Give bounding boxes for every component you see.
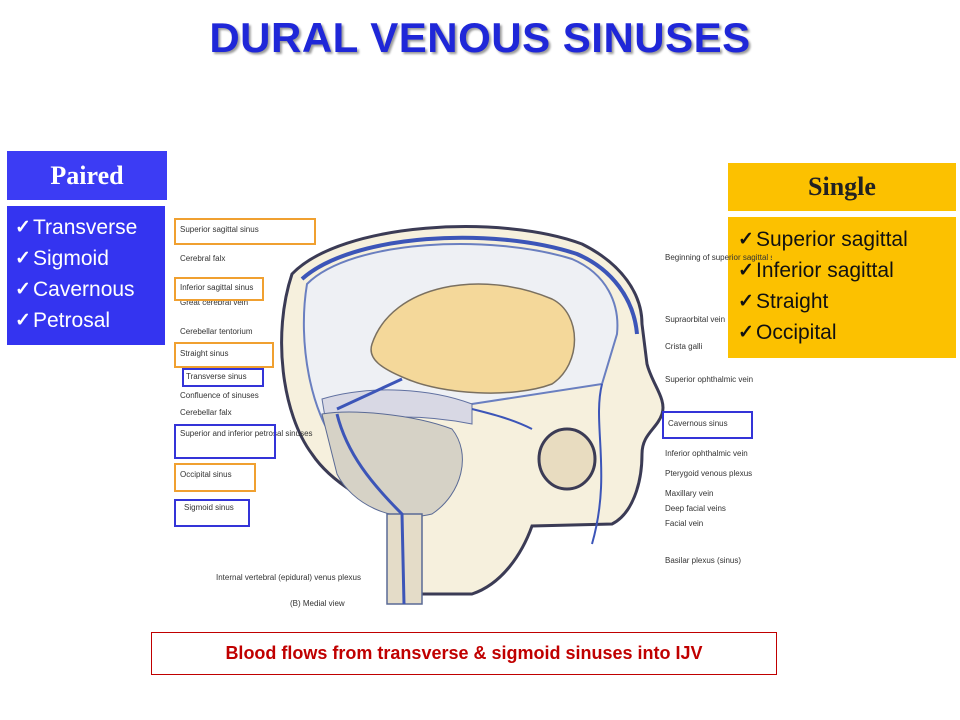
highlight-box — [174, 499, 250, 527]
single-item: Occipital — [738, 317, 956, 348]
single-header: Single — [728, 163, 956, 211]
figure-view-label: (B) Medial view — [290, 599, 345, 608]
paired-list: Transverse Sigmoid Cavernous Petrosal — [7, 206, 165, 345]
figure-label: Facial vein — [665, 519, 703, 528]
figure-label: Superior and inferior petrosal sinuses — [180, 429, 313, 438]
page-title: DURAL VENOUS SINUSES — [209, 14, 751, 61]
figure-label: Straight sinus — [180, 349, 228, 358]
figure-label: Beginning of superior sagittal sinus — [665, 253, 772, 262]
highlight-box — [174, 342, 274, 368]
figure-label: Deep facial veins — [665, 504, 726, 513]
caption: Blood flows from transverse & sigmoid si… — [151, 632, 777, 675]
figure-label: Cavernous sinus — [668, 419, 728, 428]
facial-vein-vessel — [591, 383, 603, 545]
figure-label: Internal vertebral (epidural) venus plex… — [216, 573, 361, 582]
cerebral-falx — [370, 283, 576, 394]
figure-label: Occipital sinus — [180, 470, 232, 479]
single-item: Superior sagittal — [738, 224, 956, 255]
figure-label: Supraorbital vein — [665, 315, 725, 324]
figure-label: Basilar plexus (sinus) — [665, 556, 741, 565]
highlight-box — [174, 277, 264, 301]
paired-header: Paired — [7, 151, 167, 200]
figure-label: Maxillary vein — [665, 489, 713, 498]
highlight-box — [174, 424, 276, 459]
superior-sagittal-sinus-vessel — [300, 235, 639, 335]
figure-label: Superior sagittal sinus — [180, 225, 259, 234]
cavernous-vessel — [471, 408, 533, 430]
figure-label: Pterygoid venous plexus — [665, 469, 752, 478]
skull-sinus-illustration: Superior sagittal sinus Cerebral falx In… — [174, 218, 772, 608]
figure-label: Cerebellar tentorium — [180, 327, 253, 336]
figure-label: Inferior sagittal sinus — [180, 283, 253, 292]
figure-label: Cerebellar falx — [180, 408, 232, 417]
figure-label: Crista galli — [665, 342, 703, 351]
single-item: Inferior sagittal — [738, 255, 956, 286]
straight-sinus-vessel — [336, 377, 403, 411]
paired-item: Sigmoid — [15, 243, 165, 274]
figure-label: Superior ophthalmic vein — [665, 375, 753, 384]
single-item: Straight — [738, 286, 956, 317]
figure-label: Transverse sinus — [186, 372, 247, 381]
single-list: Superior sagittal Inferior sagittal Stra… — [728, 217, 956, 358]
highlight-box — [174, 463, 256, 492]
paired-item: Cavernous — [15, 274, 165, 305]
sigmoid-sinus-vessel — [335, 413, 406, 605]
paired-item: Petrosal — [15, 305, 165, 336]
orbit — [537, 427, 597, 491]
figure-label: Confluence of sinuses — [180, 391, 259, 400]
figure-label: Inferior ophthalmic vein — [665, 449, 748, 458]
figure-label: Great cerebral vein — [180, 298, 248, 307]
figure-label: Cerebral falx — [180, 254, 225, 263]
highlight-box — [662, 411, 753, 439]
highlight-box — [174, 218, 316, 245]
cerebellum-region — [321, 411, 463, 518]
paired-item: Transverse — [15, 212, 165, 243]
figure-label: Sigmoid sinus — [184, 503, 234, 512]
highlight-box — [182, 368, 264, 387]
